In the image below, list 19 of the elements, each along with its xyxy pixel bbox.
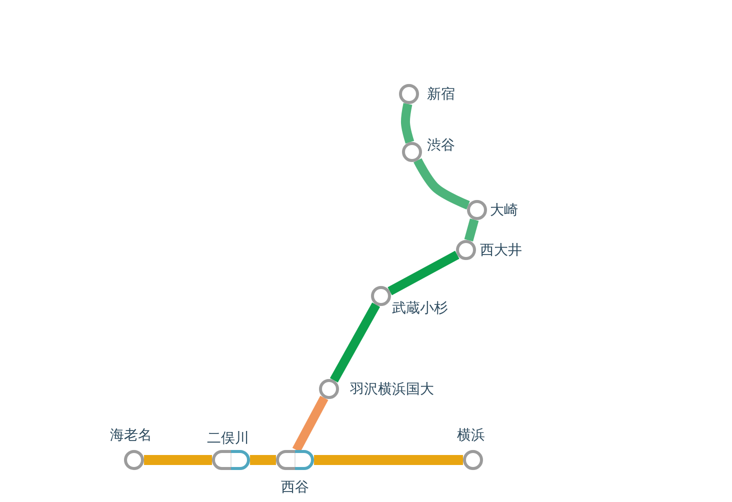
rail-line bbox=[144, 455, 212, 465]
station-label: 西大井 bbox=[480, 242, 522, 260]
rail-line bbox=[330, 302, 380, 382]
rail-line bbox=[250, 455, 276, 465]
rail-line bbox=[314, 455, 463, 465]
station-label: 二俣川 bbox=[207, 430, 249, 448]
rail-line bbox=[400, 103, 414, 144]
rail-line bbox=[414, 158, 470, 210]
station-label: 新宿 bbox=[427, 86, 455, 104]
rail-line bbox=[292, 396, 328, 452]
station-label: 横浜 bbox=[457, 428, 485, 444]
station-label: 渋谷 bbox=[427, 138, 455, 154]
rail-line bbox=[464, 218, 479, 242]
station-label: 西谷 bbox=[281, 480, 309, 496]
station-label: 羽沢横浜国大 bbox=[350, 382, 434, 398]
station-label: 武蔵小杉 bbox=[392, 300, 448, 318]
station-label: 大崎 bbox=[490, 202, 518, 220]
rail-line bbox=[388, 250, 460, 296]
station-label: 海老名 bbox=[110, 428, 152, 444]
